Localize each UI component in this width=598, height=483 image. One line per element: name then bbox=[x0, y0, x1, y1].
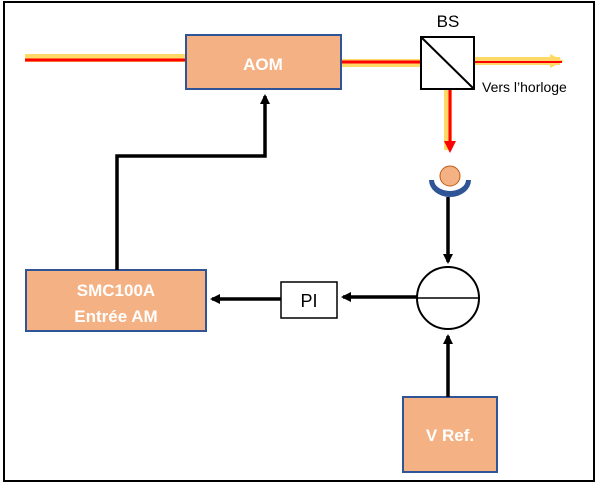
smc100a-block: SMC100A Entrée AM bbox=[25, 269, 207, 332]
pi-block: PI bbox=[280, 281, 338, 319]
photodetector-icon bbox=[429, 165, 471, 197]
aom-block: AOM bbox=[185, 34, 342, 90]
beam-splitter bbox=[420, 36, 475, 90]
vref-block: V Ref. bbox=[402, 396, 498, 473]
vref-label: V Ref. bbox=[426, 426, 474, 445]
comparator-symbol bbox=[416, 266, 480, 330]
smc-label-line2: Entrée AM bbox=[74, 307, 157, 326]
output-beam-arrow bbox=[474, 54, 564, 68]
output-label: Vers l’horloge bbox=[482, 79, 567, 95]
beam-bs-to-detector bbox=[444, 90, 456, 153]
aom-label: AOM bbox=[243, 55, 283, 74]
beam-aom-to-bs bbox=[341, 59, 420, 67]
bs-label: BS bbox=[437, 12, 460, 31]
smc-label-line1: SMC100A bbox=[77, 281, 155, 300]
signal-smc-to-aom bbox=[115, 94, 270, 270]
pi-label: PI bbox=[300, 291, 317, 311]
input-beam bbox=[25, 54, 186, 62]
diagram-frame bbox=[3, 1, 595, 482]
